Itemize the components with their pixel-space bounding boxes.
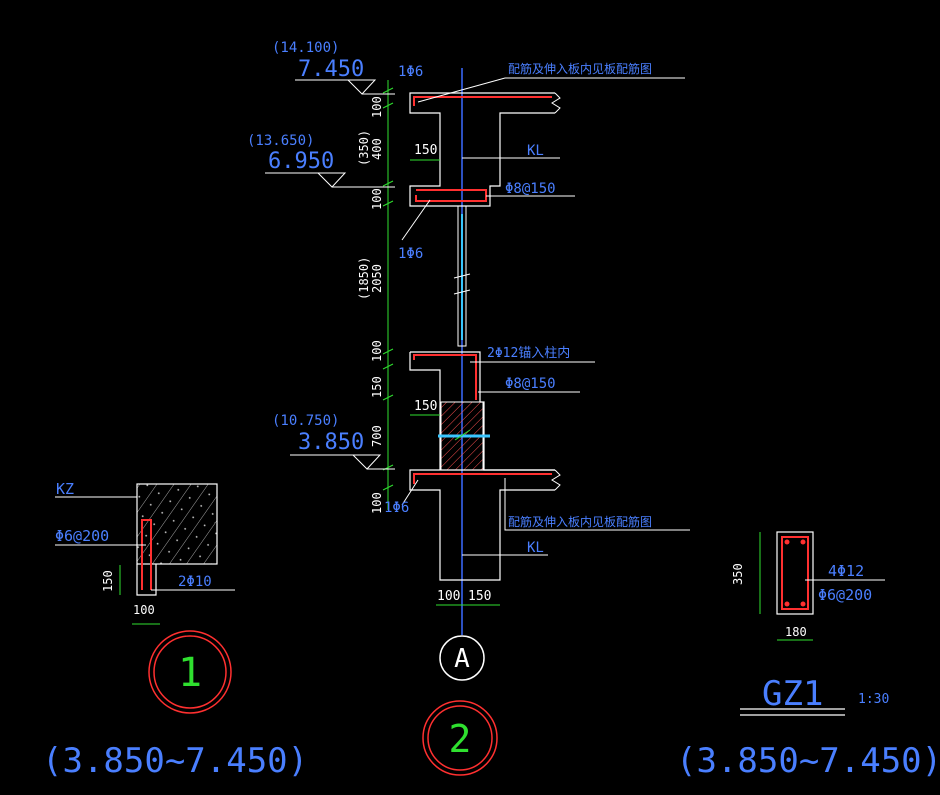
detail-1-dim150: 150 xyxy=(101,570,115,592)
dim-100b: 100 xyxy=(370,188,384,210)
label-100-bottom: 100 xyxy=(437,589,460,604)
detail-1-stirrup: Φ6@200 xyxy=(55,527,109,545)
label-kl-lower: KL xyxy=(527,540,544,556)
dim-100c: 100 xyxy=(370,340,384,362)
detail-1-dim100: 100 xyxy=(133,603,155,617)
dim-1850p: (1850) xyxy=(357,257,371,300)
dim-100a: 100 xyxy=(370,96,384,118)
kz-column xyxy=(136,483,218,565)
bottom-beam-rebar xyxy=(413,473,552,484)
gz1-range: (3.850~7.450) xyxy=(676,741,940,781)
detail-1-rebar xyxy=(141,519,152,590)
label-150-bottom: 150 xyxy=(468,589,491,604)
elev-mid-value: 6.950 xyxy=(268,149,334,174)
dim-100d: 100 xyxy=(370,492,384,514)
dimension-ticks xyxy=(382,87,394,491)
dim-400: 400 xyxy=(370,138,384,160)
dim-150: 150 xyxy=(370,376,384,398)
elev-low-prev: (10.750) xyxy=(272,413,339,429)
middle-beam-rebar xyxy=(413,354,477,400)
bottom-beam-outline xyxy=(409,469,555,581)
elev-top-prev: (14.100) xyxy=(272,40,339,56)
detail-1-number: 1 xyxy=(178,650,202,696)
gz1-scale: 1:30 xyxy=(858,692,889,707)
top-beam-rebar xyxy=(413,96,552,106)
elev-mid-prev: (13.650) xyxy=(247,133,314,149)
gz1-title: GZ1 xyxy=(762,674,823,714)
detail-2-circle xyxy=(422,700,498,776)
label-kl-upper: KL xyxy=(527,143,544,159)
detail-1-drawing xyxy=(55,483,235,714)
label-150-upper: 150 xyxy=(414,143,437,158)
label-phi6-top: 1Φ6 xyxy=(398,64,423,80)
gz1-dim-h: 350 xyxy=(731,563,745,585)
gz1-section xyxy=(776,531,814,615)
dim-350p: (350) xyxy=(357,130,371,166)
axis-label: A xyxy=(454,644,470,674)
label-stirrup-upper: Φ8@150 xyxy=(505,181,556,197)
axis-bubble xyxy=(439,635,485,681)
leader-lines xyxy=(401,77,690,606)
elev-low-value: 3.850 xyxy=(298,430,364,455)
dim-2050: 2050 xyxy=(370,264,384,293)
label-note-top: 配筋及伸入板内见板配筋图 xyxy=(508,61,652,76)
label-phi6-bottom: 1Φ6 xyxy=(384,500,409,516)
detail-2-number: 2 xyxy=(449,717,472,761)
elevation-markers xyxy=(265,79,395,470)
detail-1-bar: 2Φ10 xyxy=(178,574,212,590)
gz1-stirrup: Φ6@200 xyxy=(818,586,872,604)
gz1-dim-w: 180 xyxy=(785,625,807,639)
detail-1-circle xyxy=(148,630,232,714)
elev-top-value: 7.450 xyxy=(298,57,364,82)
label-note-bottom: 配筋及伸入板内见板配筋图 xyxy=(508,514,652,529)
section-2-drawing xyxy=(265,68,690,776)
label-150-lower: 150 xyxy=(414,399,437,414)
top-beam-outline xyxy=(409,92,555,207)
gz1-bars: 4Φ12 xyxy=(828,562,864,580)
dim-700: 700 xyxy=(370,425,384,447)
window-frame xyxy=(457,205,467,347)
label-phi6-mid: 1Φ6 xyxy=(398,246,423,262)
label-anchor: 2Φ12锚入柱内 xyxy=(487,345,570,361)
gz1-drawing xyxy=(740,531,885,716)
label-stirrup-lower: Φ8@150 xyxy=(505,376,556,392)
gz1-stirrup xyxy=(781,536,809,610)
detail-1-range: (3.850~7.450) xyxy=(42,741,308,781)
detail-1-kz: KZ xyxy=(56,480,74,498)
